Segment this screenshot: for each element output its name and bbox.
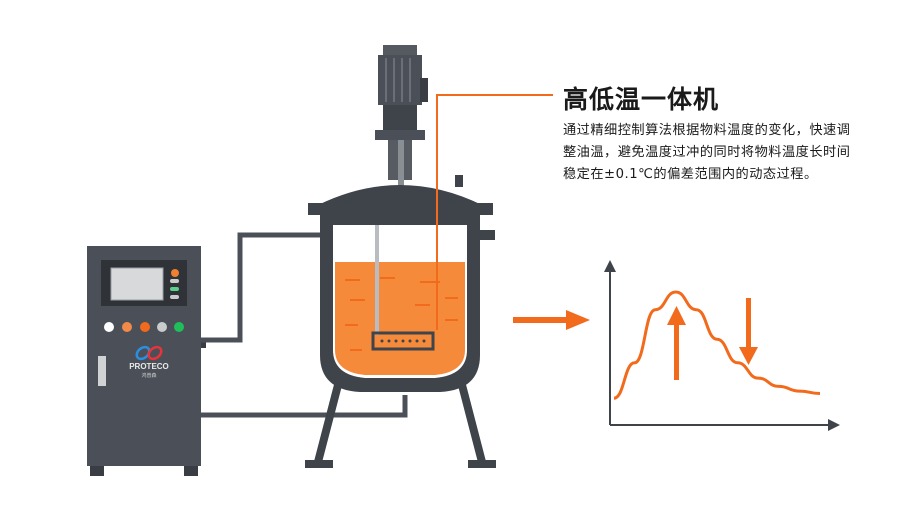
proteco-logo: PROTECO 鸿普森 <box>129 345 169 379</box>
up-arrow <box>667 306 686 380</box>
touch-screen <box>110 267 164 301</box>
control-cabinet: PROTECO 鸿普森 <box>87 246 206 476</box>
flow-arrow <box>513 310 590 330</box>
down-arrow <box>739 298 758 365</box>
page-title: 高低温一体机 <box>563 85 720 114</box>
temperature-chart <box>604 260 840 431</box>
control-buttons <box>104 322 184 332</box>
temperature-curve <box>613 290 821 400</box>
callout-line <box>436 94 553 330</box>
pipes <box>201 232 408 418</box>
svg-text:PROTECO: PROTECO <box>129 362 169 371</box>
impeller <box>371 331 435 351</box>
door-handle <box>98 356 106 386</box>
description: 通过精细控制算法根据物料温度的变化，快速调整油温，避免温度过冲的同时将物料温度长… <box>563 123 851 182</box>
svg-text:鸿普森: 鸿普森 <box>141 372 156 379</box>
liquid <box>335 262 465 375</box>
reactor <box>305 45 496 468</box>
